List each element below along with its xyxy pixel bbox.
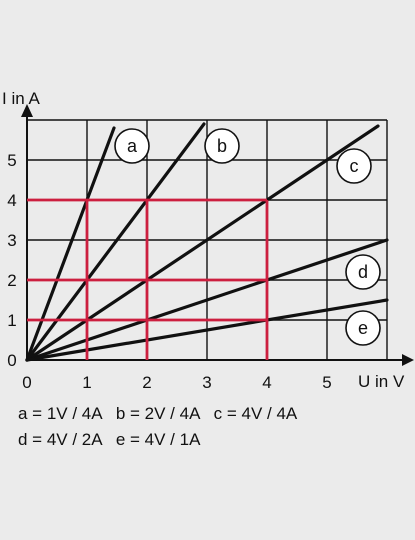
x-tick-label: 1 [82, 373, 91, 392]
series-label-e: e [358, 318, 368, 338]
y-tick-label: 3 [7, 231, 16, 250]
series-labels: a b c d e [114, 128, 381, 346]
chart-canvas: a b c d e 0 1 2 3 4 5 0 1 2 3 4 5 U in V I in A [2, 89, 414, 392]
x-axis-label: U in V [358, 372, 405, 391]
highlight-lines [27, 198, 269, 360]
x-tick-label: 0 [22, 373, 31, 392]
y-tick-label: 2 [7, 271, 16, 290]
tick-labels: 0 1 2 3 4 5 0 1 2 3 4 5 [7, 151, 331, 392]
series-label-circle-d [345, 254, 381, 290]
series-label-circle-a [114, 128, 150, 164]
series-label-c: c [350, 156, 359, 176]
series-label-circle-b [204, 128, 240, 164]
y-axis-arrow-icon [21, 104, 33, 117]
series-label-b: b [217, 136, 227, 156]
x-tick-label: 4 [262, 373, 271, 392]
series-line-a [25, 126, 116, 362]
y-tick-label: 0 [7, 351, 16, 370]
y-tick-label: 1 [7, 311, 16, 330]
legend-line-2: d = 4V / 2A e = 4V / 1A [18, 430, 201, 449]
x-tick-label: 2 [142, 373, 151, 392]
x-axis-arrow-icon [402, 354, 414, 366]
y-tick-label: 5 [7, 151, 16, 170]
series-label-circle-e [345, 310, 381, 346]
x-tick-label: 3 [202, 373, 211, 392]
legend-line-1: a = 1V / 4A b = 2V / 4A c = 4V / 4A [18, 404, 298, 423]
y-axis-label: I in A [2, 89, 40, 108]
series-label-d: d [358, 262, 368, 282]
y-tick-label: 4 [7, 191, 16, 210]
x-tick-label: 5 [322, 373, 331, 392]
series-label-circle-c [336, 148, 372, 184]
series-label-a: a [127, 136, 138, 156]
series-line-c [25, 124, 380, 362]
